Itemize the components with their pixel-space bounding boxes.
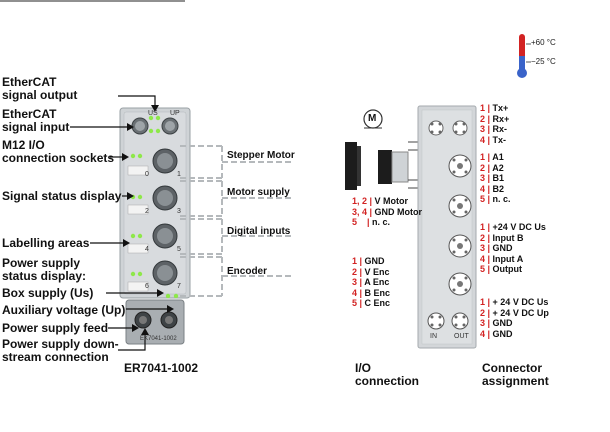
io-encoder-row: 4 | B Enc <box>352 287 391 298</box>
socket-number-3: 3 <box>177 208 181 215</box>
module-top-mark-up: UP <box>170 110 180 117</box>
label-power-downstream: Power supply down-stream connection <box>2 337 119 364</box>
left-arrows <box>70 95 170 351</box>
socket-number-2: 2 <box>145 208 149 215</box>
motor-symbol-label: M <box>368 113 377 124</box>
pins-inputs-list: 1 | +24 V DC Us 2 | Input B 3 | GND 4 | … <box>480 222 546 275</box>
socket-number-6: 6 <box>145 283 149 290</box>
io-motor-row: 1, 2 | V Motor <box>352 196 409 206</box>
label-labelling-areas: Labelling areas <box>2 236 90 250</box>
pin-row: 1 | Tx+ <box>480 103 509 113</box>
module-top-mark-us: US <box>148 110 158 117</box>
left-arrow-heads <box>122 105 174 335</box>
temperature-min: −25 °C <box>531 57 556 66</box>
io-encoder-row: 3 | A Enc <box>352 277 390 287</box>
io-encoder-row: 5 | C Enc <box>352 298 391 308</box>
pin-row: 4 | Input A <box>480 253 524 264</box>
module-name: ER7041-1002 <box>124 361 199 375</box>
temperature-max: +60 °C <box>531 38 556 47</box>
io-encoder-row: 1 | GND <box>352 256 385 266</box>
label-signal-status: Signal status display <box>2 189 122 203</box>
thermometer-icon <box>517 34 531 78</box>
io-motor-row: 5 | n. c. <box>352 217 391 227</box>
group-stepper-motor: Stepper Motor <box>227 150 295 161</box>
pin-row: 2 | A2 <box>480 162 504 173</box>
pin-row: 3 | GND <box>480 243 513 253</box>
group-digital-inputs: Digital inputs <box>227 226 291 237</box>
right-bottom-label-out: OUT <box>454 333 469 340</box>
pin-row: 4 | Tx- <box>480 134 507 145</box>
pin-row: 1 | + 24 V DC Us <box>480 297 549 307</box>
group-encoder: Encoder <box>227 266 268 277</box>
io-motor-row: 3, 4 | GND Motor <box>352 206 423 217</box>
cable-plugs <box>345 142 409 190</box>
right-module-strip <box>417 105 477 349</box>
module-part-mark: EK7041-1002 <box>140 336 177 342</box>
group-motor-supply: Motor supply <box>227 187 290 198</box>
io-encoder-row: 2 | V Enc <box>352 266 390 277</box>
pin-row: 3 | Rx- <box>480 124 508 134</box>
io-encoder-list: 1 | GND 2 | V Enc 3 | A Enc 4 | B Enc 5 … <box>352 256 390 309</box>
pin-row: 2 | Input B <box>480 232 524 243</box>
pin-row: 2 | + 24 V DC Up <box>480 307 549 318</box>
pins-stepper-list: 1 | A1 2 | A2 3 | B1 4 | B2 5 | n. c. <box>480 152 511 205</box>
pin-row: 1 | A1 <box>480 152 504 162</box>
module-body <box>119 107 191 299</box>
pin-row: 2 | Rx+ <box>480 113 510 124</box>
pin-row: 3 | B1 <box>480 173 505 183</box>
group-brackets <box>180 145 292 297</box>
pins-power-list: 1 | + 24 V DC Us 2 | + 24 V DC Up 3 | GN… <box>480 297 549 339</box>
connector-pin-dots <box>430 122 468 327</box>
pin-row: 4 | B2 <box>480 183 505 194</box>
socket-number-1: 1 <box>177 171 181 178</box>
pin-row: 1 | +24 V DC Us <box>480 222 546 232</box>
label-aux-voltage: Auxiliary voltage (Up) <box>2 303 126 317</box>
pin-row: 3 | GND <box>480 318 513 328</box>
pin-row: 5 | n. c. <box>480 194 511 204</box>
socket-number-0: 0 <box>145 171 149 178</box>
socket-number-5: 5 <box>177 246 181 253</box>
motor-symbol-icon <box>363 109 383 129</box>
pin-row: 4 | GND <box>480 328 513 339</box>
socket-number-7: 7 <box>177 283 181 290</box>
pin-row: 5 | Output <box>480 264 523 274</box>
pins-ethercat-list: 1 | Tx+ 2 | Rx+ 3 | Rx- 4 | Tx- <box>480 103 509 145</box>
label-power-feed: Power supply feed <box>2 321 109 335</box>
label-box-supply: Box supply (Us) <box>2 286 94 300</box>
io-motor-list: 1, 2 | V Motor 3, 4 | GND Motor 5 | n. c… <box>352 196 422 228</box>
socket-number-4: 4 <box>145 246 149 253</box>
right-bottom-label-in: IN <box>430 333 437 340</box>
